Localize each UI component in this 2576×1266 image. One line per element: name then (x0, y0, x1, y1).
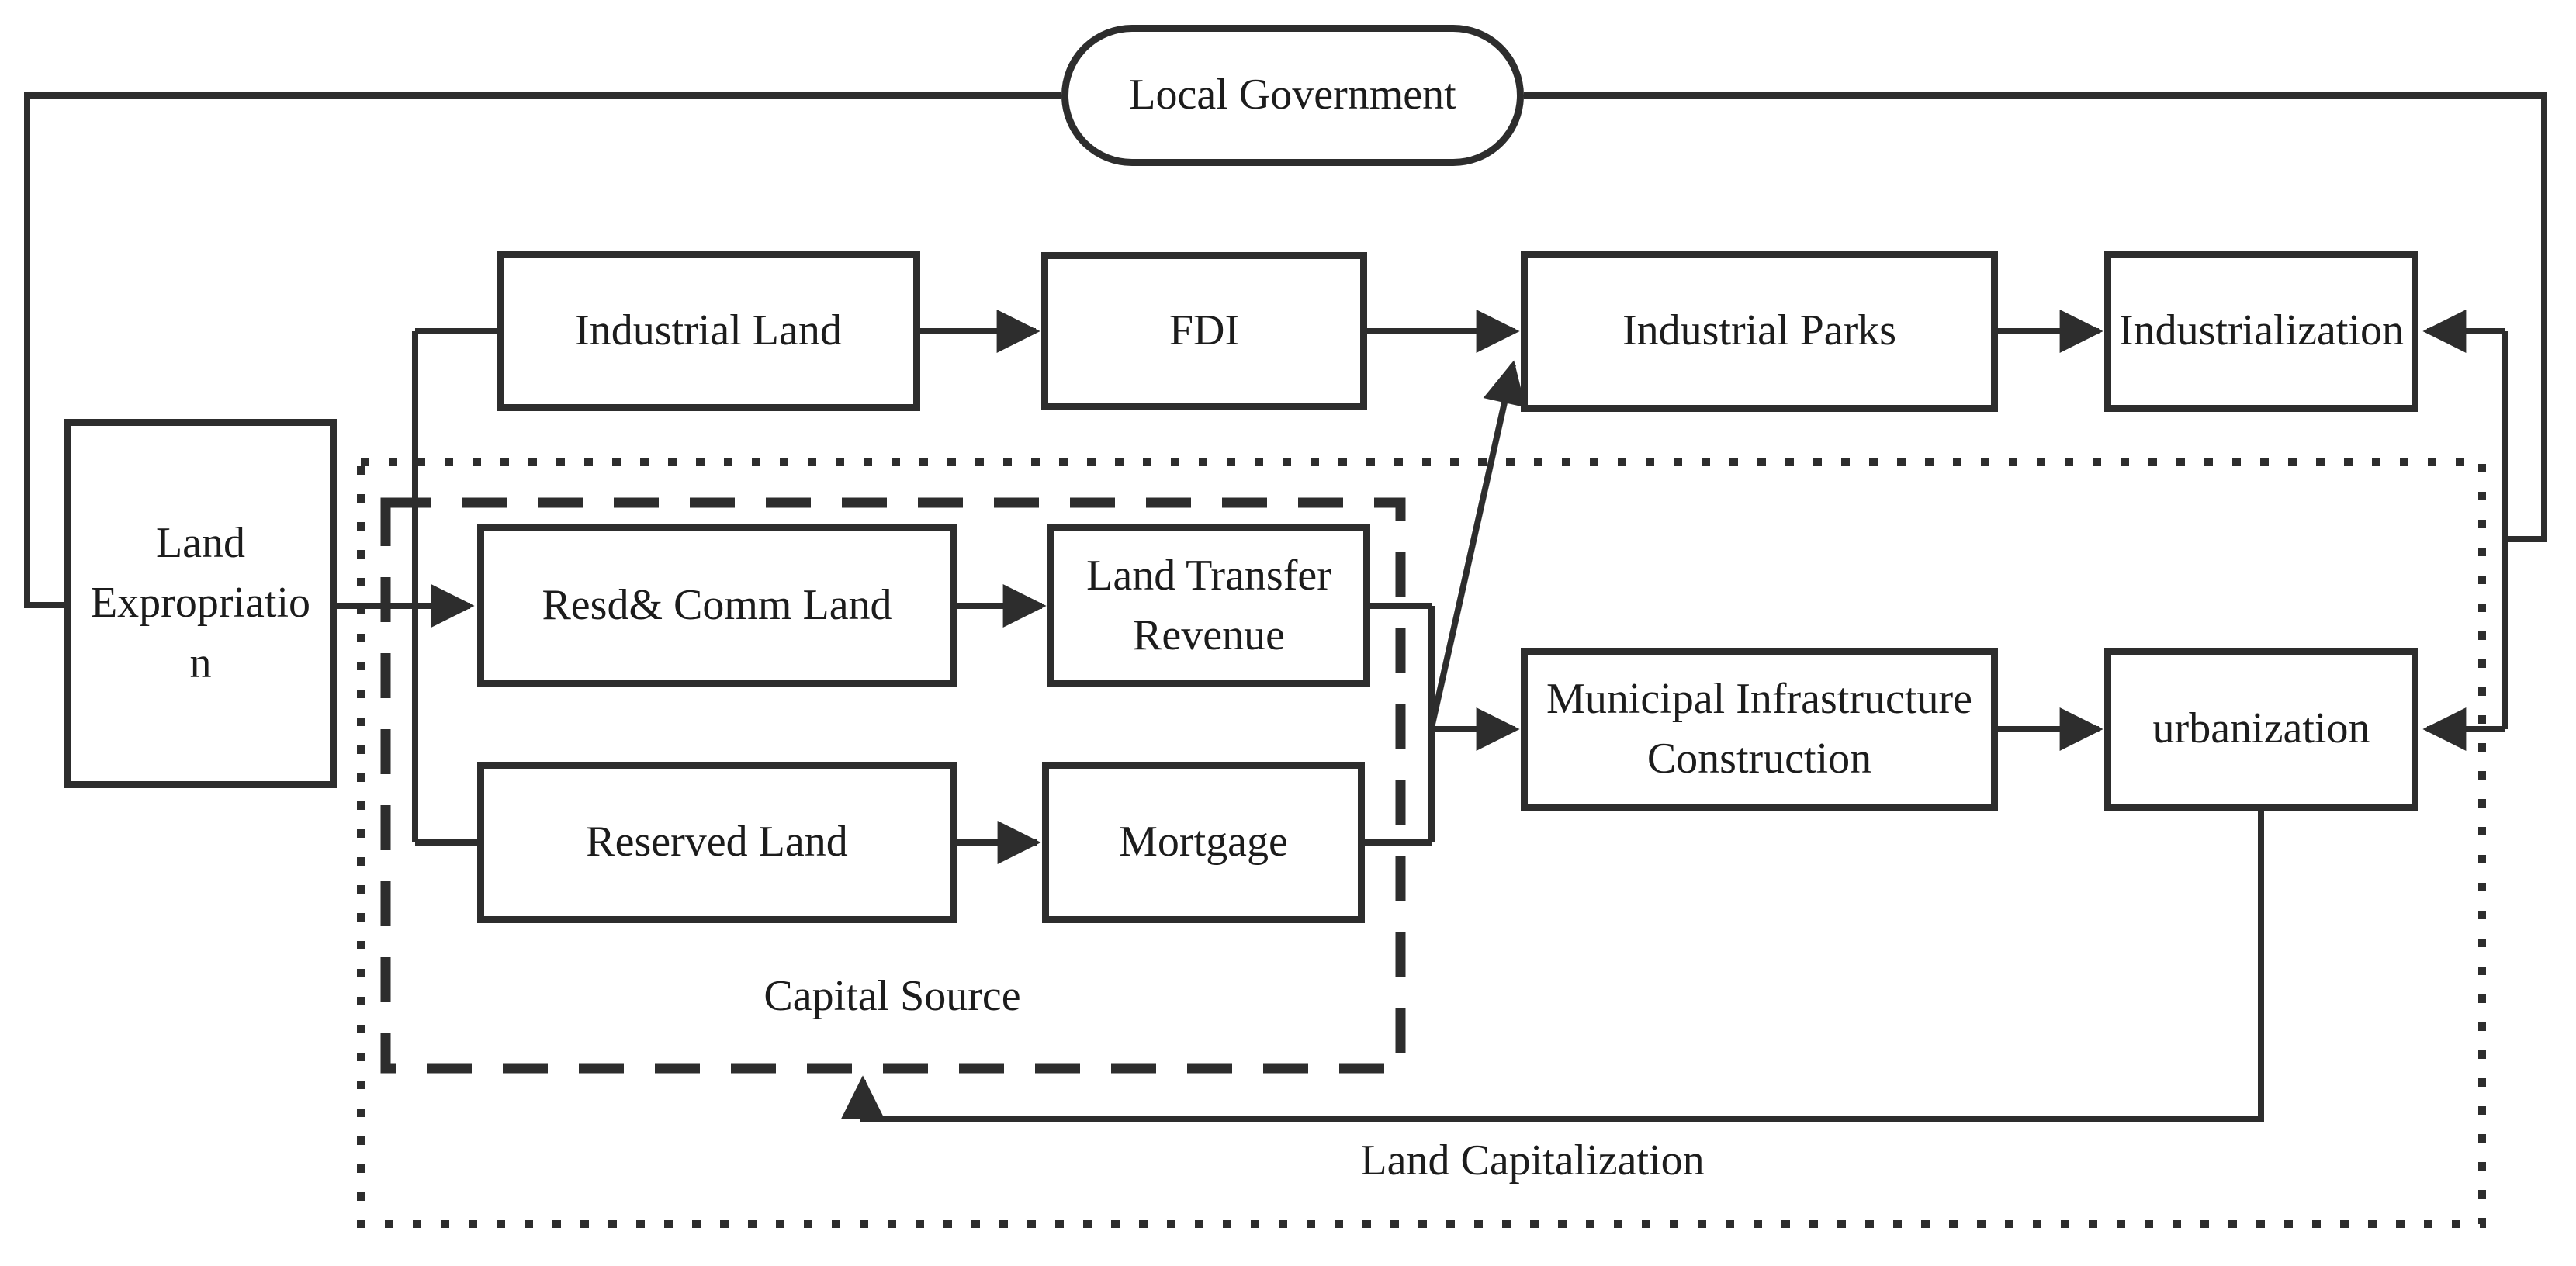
node-municipal-infrastructure-construction: Municipal Infrastructure Construction (1521, 648, 1998, 811)
node-reserved-land: Reserved Land (477, 762, 957, 923)
node-land-expropriation-line3: n (189, 638, 212, 687)
arrow-junction-to-industrialparks-diagonal (1428, 360, 1526, 728)
node-land-transfer-revenue: Land Transfer Revenue (1047, 524, 1370, 687)
node-urbanization-label: urbanization (2152, 704, 2370, 753)
arrow-urbanization-return-to-capitalsource (841, 811, 2264, 1122)
node-mortgage-label: Mortgage (1119, 818, 1288, 866)
node-industrialization-label: Industrialization (2118, 306, 2404, 355)
node-local-government-label: Local Government (1129, 71, 1456, 119)
capital-source-dashed-border (380, 497, 1406, 1074)
node-urbanization: urbanization (2104, 648, 2418, 811)
node-land-expropriation-line1: Land (155, 519, 246, 568)
node-resd-comm-land: Resd& Comm Land (477, 524, 957, 687)
node-land-expropriation: Land Expropriatio n (64, 419, 337, 788)
node-land-expropriation-line2: Expropriatio (90, 579, 311, 628)
node-resd-comm-land-label: Resd& Comm Land (542, 581, 892, 630)
node-fdi: FDI (1041, 252, 1367, 410)
node-industrial-land-label: Industrial Land (575, 306, 842, 355)
node-land-transfer-revenue-line1: Land Transfer (1086, 551, 1331, 600)
node-industrial-parks: Industrial Parks (1521, 251, 1998, 412)
connector-localgov-right-loop (1524, 92, 2547, 542)
land-capitalization-group-label: Land Capitalization (1360, 1136, 1705, 1185)
connector-localgov-to-landexpropriation (24, 92, 1061, 608)
node-reserved-land-label: Reserved Land (586, 818, 848, 866)
capital-source-group-label: Capital Source (763, 972, 1021, 1020)
node-fdi-label: FDI (1169, 306, 1240, 355)
node-local-government: Local Government (1061, 25, 1524, 166)
land-capitalization-dotted-border (357, 458, 2486, 1228)
node-municipal-infrastructure-line1: Municipal Infrastructure (1546, 674, 1972, 723)
node-industrialization: Industrialization (2104, 251, 2418, 412)
node-municipal-infrastructure-line2: Construction (1646, 735, 1872, 783)
node-mortgage: Mortgage (1042, 762, 1365, 923)
node-industrial-parks-label: Industrial Parks (1622, 306, 1897, 355)
node-land-transfer-revenue-line2: Revenue (1133, 611, 1285, 659)
node-industrial-land: Industrial Land (497, 251, 920, 411)
